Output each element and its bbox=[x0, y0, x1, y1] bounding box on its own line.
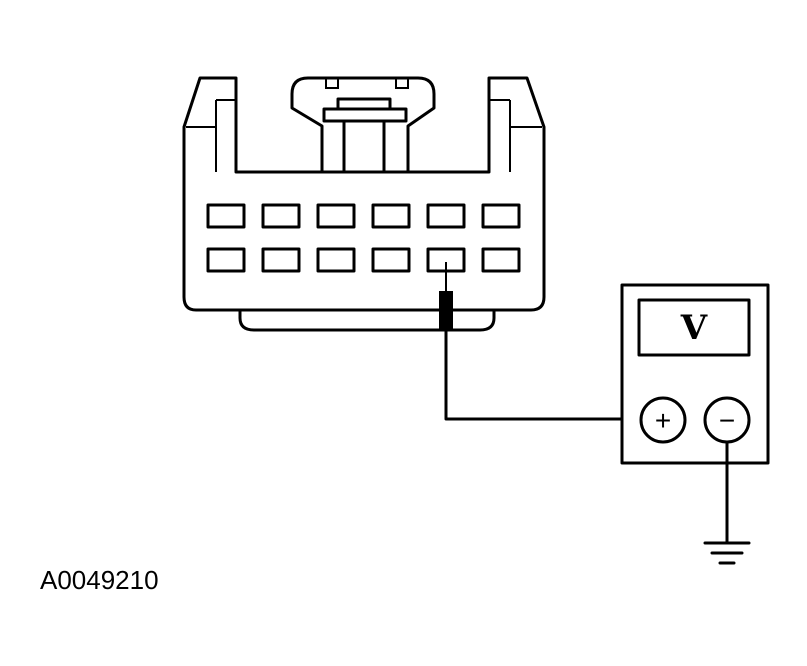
positive-terminal bbox=[639, 396, 687, 444]
pin-cavity bbox=[371, 203, 411, 229]
positive-test-lead bbox=[444, 328, 642, 421]
negative-terminal-label: − bbox=[719, 405, 735, 436]
test-probe bbox=[439, 262, 453, 331]
ground-icon bbox=[703, 541, 751, 565]
pin-cavity bbox=[206, 247, 246, 273]
latch-notch-right bbox=[395, 77, 409, 89]
voltmeter: V + − bbox=[620, 283, 770, 465]
latch-body bbox=[322, 107, 408, 123]
positive-terminal-label: + bbox=[655, 405, 671, 436]
pin-cavity bbox=[481, 247, 521, 273]
pin-cavity bbox=[261, 247, 301, 273]
connector bbox=[182, 76, 546, 332]
latch-notch-left bbox=[325, 77, 339, 89]
voltmeter-display bbox=[637, 298, 751, 357]
pin-cavity bbox=[371, 247, 411, 273]
pin-cavity bbox=[316, 203, 356, 229]
pin-cavity bbox=[316, 247, 356, 273]
latch-stem bbox=[342, 119, 386, 174]
pin-cavity bbox=[481, 203, 521, 229]
voltmeter-display-symbol: V bbox=[680, 308, 708, 348]
connector-housing bbox=[182, 76, 546, 312]
pin-row-1 bbox=[206, 203, 521, 229]
probe-body bbox=[439, 291, 453, 331]
pin-cavity bbox=[261, 203, 301, 229]
connector-bottom-lip bbox=[238, 308, 496, 332]
pin-cavity bbox=[206, 203, 246, 229]
pin-cavity bbox=[426, 203, 466, 229]
figure-id: A0049210 bbox=[40, 565, 159, 595]
